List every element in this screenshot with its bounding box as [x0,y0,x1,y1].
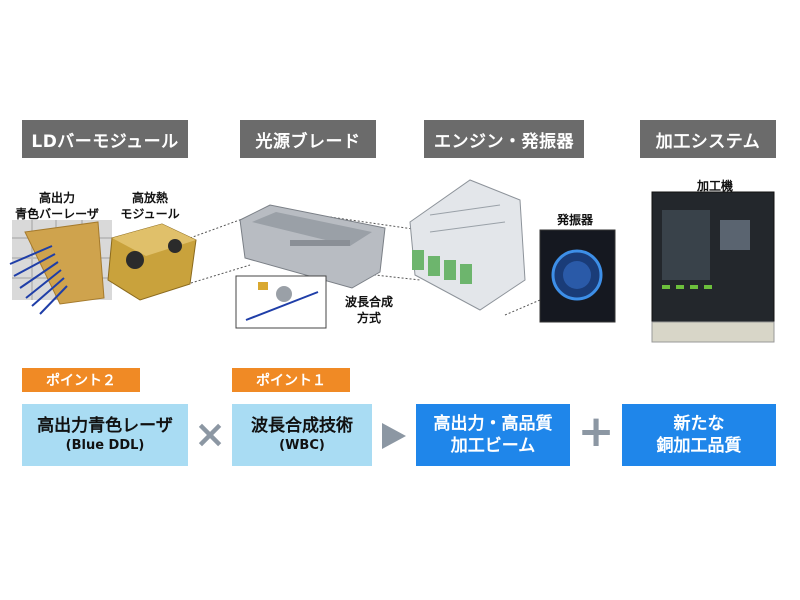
wbc-caption: 波長合成 方式 [334,294,404,326]
blue-laser-title: 高出力青色レーザ [37,416,173,436]
copper-quality-box: 新たな 銅加工品質 [622,404,776,466]
laser-beams [9,245,68,315]
engine-image [409,179,526,311]
wbc-subtitle: (WBC) [279,438,325,453]
wbc-caption-line1: 波長合成 [344,295,393,309]
copper-quality-line2: 銅加工品質 [656,436,742,456]
illustration-area [9,179,775,343]
light-source-blade-image [235,204,386,329]
times-operator: × [194,412,226,456]
blue-laser-box: 高出力青色レーザ (Blue DDL) [22,404,188,466]
laser-bar-caption: 高出力 青色バーレーザ [2,190,112,222]
wbc-box: 波長合成技術 (WBC) [232,404,372,466]
wbc-title: 波長合成技術 [251,416,353,436]
machine-caption: 加工機 [696,179,733,193]
stage-header-ld-bar-module: LDバーモジュール [22,120,188,158]
processing-beam-box: 高出力・高品質 加工ビーム [416,404,570,466]
module-caption-line2: モジュール [120,207,180,221]
module-caption-line1: 高放熱 [131,191,168,205]
stage-header-engine-oscillator: エンジン・発振器 [424,120,584,158]
laser-bar-image [9,220,112,315]
point-1-tag: ポイント１ [232,368,350,392]
stage-header-processing-system: 加工システム [640,120,776,158]
laser-bar-caption-line1: 高出力 [38,191,75,205]
plus-operator: + [577,406,615,457]
blue-laser-subtitle: (Blue DDL) [65,438,145,453]
module-caption: 高放熱 モジュール [112,190,188,222]
processing-beam-line1: 高出力・高品質 [433,414,553,434]
wbc-caption-line2: 方式 [356,311,381,325]
copper-quality-line1: 新たな [673,414,725,434]
laser-bar-caption-line2: 青色バーレーザ [15,207,99,221]
arrow-right-icon [382,423,406,449]
heat-dissipation-module-image [107,223,197,301]
processing-machine-image [651,191,775,343]
processing-beam-line2: 加工ビーム [450,436,536,456]
oscillator-caption: 発振器 [556,213,593,227]
stage-header-light-source-blade: 光源ブレード [240,120,376,158]
point-2-tag: ポイント２ [22,368,140,392]
oscillator-image [539,229,616,323]
